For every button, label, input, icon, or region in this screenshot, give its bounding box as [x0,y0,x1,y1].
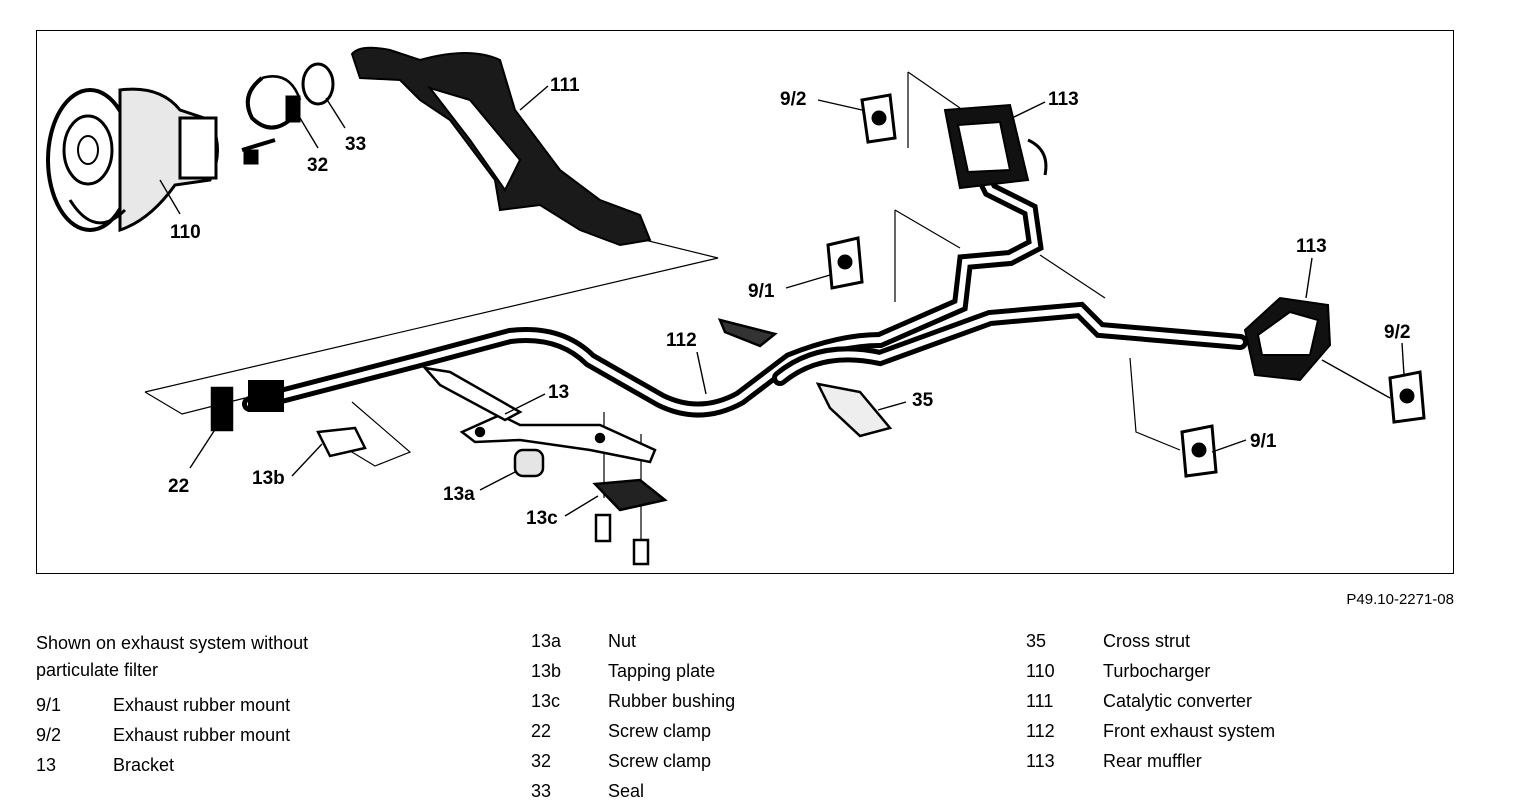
legend-label: Rear muffler [1103,751,1202,771]
legend-label: Nut [608,631,637,651]
legend-row: 35 Cross strut [1026,626,1275,656]
legend-label: Exhaust rubber mount [113,695,291,715]
legend-number: 33 [531,781,552,801]
legend-number: 13c [531,691,561,711]
rear-muffler-upper [943,103,1048,190]
legend-label: Turbocharger [1103,661,1211,681]
callout-13b: 13b [252,468,285,489]
legend-row: 110 Turbocharger [1026,656,1275,686]
bracket-hardware [210,318,893,566]
turbocharger-part [46,87,219,233]
rear-muffler-lower [1243,296,1332,382]
legend-label: Catalytic converter [1103,691,1253,711]
callout-113-upper: 113 [1048,89,1079,110]
legend-number: 13a [531,631,562,651]
legend-row: 22 Screw clamp [531,716,735,746]
legend-number: 32 [531,751,552,771]
legend-number: 13b [531,661,562,681]
legend-number: 112 [1026,721,1055,741]
front-exhaust-pipe [242,152,1248,418]
figure-reference: P49.10-2271-08 [1346,591,1454,608]
legend-row: 13a Nut [531,626,735,656]
legend-row: 113 Rear muffler [1026,746,1275,776]
legend-label: Bracket [113,755,175,775]
legend-row: 13c Rubber bushing [531,686,735,716]
callout-35: 35 [912,390,934,411]
callout-22: 22 [168,476,189,497]
callout-110: 110 [170,222,201,243]
legend-number: 35 [1026,631,1047,651]
legend-note: Shown on exhaust system without particul… [36,633,309,680]
legend-label: Seal [608,781,645,801]
legend-row: 32 Screw clamp [531,746,735,776]
legend-label: Screw clamp [608,751,712,771]
legend-row: 13 Bracket [36,750,366,780]
legend-label: Screw clamp [608,721,712,741]
legend-row: 9/1 Exhaust rubber mount [36,690,366,720]
callout-111: 111 [550,75,580,96]
legend-number: 113 [1026,751,1055,771]
legend-row: 9/2 Exhaust rubber mount [36,720,366,750]
legend-column-3: 35 Cross strut 110 Turbocharger 111 Cata… [1026,626,1275,776]
legend-row: 112 Front exhaust system [1026,716,1275,746]
legend-row: 13b Tapping plate [531,656,735,686]
legend-column-1: Shown on exhaust system without particul… [36,630,366,780]
legend-number: 9/1 [36,695,62,715]
legend-column-2: 13a Nut 13b Tapping plate 13c Rubber bus… [531,626,735,806]
catalytic-converter-part [350,46,652,247]
clamp-and-seal-parts [241,62,335,165]
legend-number: 110 [1026,661,1055,681]
legend-number: 13 [36,755,57,775]
callout-9-1-left: 9/1 [748,281,775,302]
diagram-frame [36,30,1454,574]
callout-113-lower: 113 [1296,236,1327,257]
legend-label: Rubber bushing [608,691,736,711]
callout-leaders [159,85,1405,517]
callout-9-2-upper: 9/2 [780,89,806,110]
legend-label: Exhaust rubber mount [113,725,291,745]
rubber-mounts [826,93,1426,478]
callout-9-2-right: 9/2 [1384,322,1410,343]
alignment-lines [144,71,1181,540]
legend-number: 22 [531,721,552,741]
callout-9-1-right: 9/1 [1250,431,1277,452]
legend-label: Front exhaust system [1103,721,1276,741]
callout-112: 112 [666,330,697,351]
callout-13: 13 [548,382,569,403]
legend-label: Tapping plate [608,661,716,681]
legend-number: 9/2 [36,725,62,745]
legend-number: 111 [1026,691,1054,711]
callout-33: 33 [345,134,366,155]
callout-32: 32 [307,155,328,176]
callout-13c: 13c [526,508,558,529]
legend-row: 33 Seal [531,776,735,806]
legend-row: 111 Catalytic converter [1026,686,1275,716]
legend-label: Cross strut [1103,631,1191,651]
callout-13a: 13a [443,484,475,505]
